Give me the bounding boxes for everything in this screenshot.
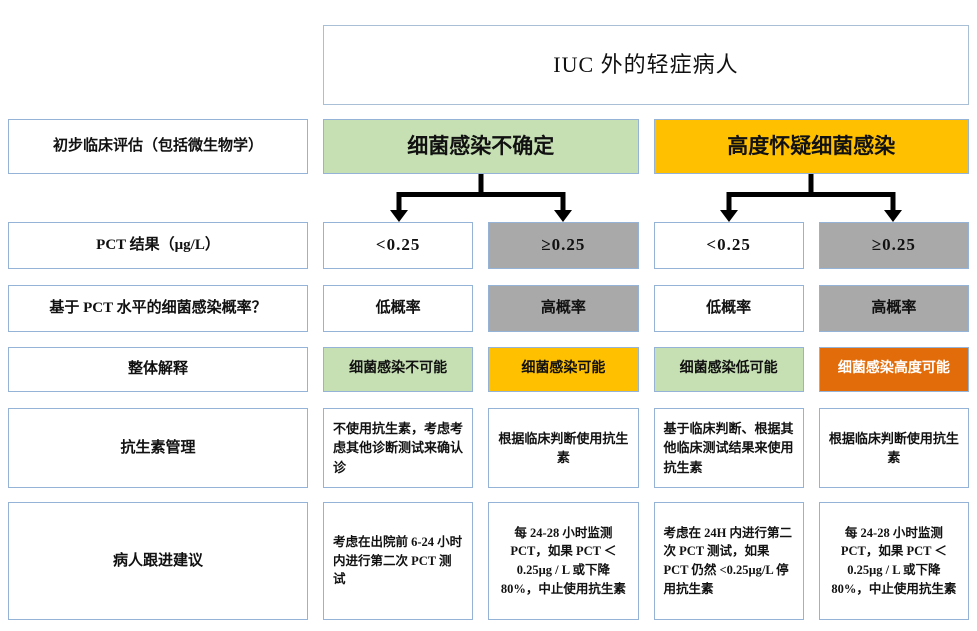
arrowhead-down-icon — [389, 210, 408, 222]
interpretation-col4: 细菌感染高度可能 — [818, 347, 969, 392]
management-col1: 不使用抗生素，考虑考虑其他诊断测试来确认诊 — [323, 408, 474, 488]
interpretation-col3: 细菌感染低可能 — [653, 347, 804, 392]
row-label-interpretation: 整体解释 — [8, 347, 308, 392]
connector-row — [8, 174, 969, 222]
title-row: IUC 外的轻症病人 — [8, 25, 969, 105]
connector-bar — [729, 192, 894, 197]
pct-value-col4: ≥0.25 — [818, 222, 969, 269]
pct-value-col1: <0.25 — [323, 222, 474, 269]
followup-col3: 考虑在 24H 内进行第二次 PCT 测试，如果 PCT 仍然 <0.25μg/… — [653, 502, 804, 620]
connector-stem — [478, 174, 484, 196]
interpretation-col1: 细菌感染不可能 — [323, 347, 474, 392]
row-label-followup: 病人跟进建议 — [8, 502, 308, 620]
probability-col4: 高概率 — [818, 285, 969, 332]
row-label-management: 抗生素管理 — [8, 408, 308, 488]
followup-col2: 每 24-28 小时监测 PCT，如果 PCT ＜ 0.25μg / L 或下降… — [488, 502, 639, 620]
management-col2: 根据临床判断使用抗生素 — [488, 408, 639, 488]
probability-col3: 低概率 — [653, 285, 804, 332]
probability-col2: 高概率 — [488, 285, 639, 332]
connector-drop-right — [890, 192, 896, 211]
connector-drop-left — [396, 192, 402, 211]
branch-uncertain-infection: 细菌感染不确定 — [323, 119, 639, 174]
pct-result-row: PCT 结果（μg/L） <0.25 ≥0.25 <0.25 ≥0.25 — [8, 222, 969, 269]
row-label-probability: 基于 PCT 水平的细菌感染概率？ — [8, 285, 308, 332]
arrowhead-down-icon — [720, 210, 739, 222]
followup-col1: 考虑在出院前 6-24 小时内进行第二次 PCT 测试 — [323, 502, 474, 620]
interpretation-col2: 细菌感染可能 — [488, 347, 639, 392]
management-col3: 基于临床判断、根据其他临床测试结果来使用抗生素 — [653, 408, 804, 488]
row-label-assessment: 初步临床评估（包括微生物学） — [8, 119, 308, 174]
title-row-spacer — [8, 25, 308, 105]
probability-row: 基于 PCT 水平的细菌感染概率？ 低概率 高概率 低概率 高概率 — [8, 285, 969, 332]
branch-connector-left — [323, 174, 639, 222]
connector-drop-right — [560, 192, 566, 211]
probability-col1: 低概率 — [323, 285, 474, 332]
branch-suspected-infection: 高度怀疑细菌感染 — [653, 119, 969, 174]
chart-title-box: IUC 外的轻症病人 — [323, 25, 969, 105]
connector-drop-left — [726, 192, 732, 211]
management-row: 抗生素管理 不使用抗生素，考虑考虑其他诊断测试来确认诊 根据临床判断使用抗生素 … — [8, 408, 969, 488]
connector-bar — [398, 192, 563, 197]
pct-algorithm-flowchart: IUC 外的轻症病人 初步临床评估（包括微生物学） 细菌感染不确定 高度怀疑细菌… — [8, 25, 969, 620]
pct-value-col2: ≥0.25 — [488, 222, 639, 269]
followup-row: 病人跟进建议 考虑在出院前 6-24 小时内进行第二次 PCT 测试 每 24-… — [8, 502, 969, 620]
chart-title: IUC 外的轻症病人 — [553, 52, 739, 78]
connector-row-spacer — [8, 174, 308, 222]
arrowhead-down-icon — [553, 210, 572, 222]
pct-value-col3: <0.25 — [653, 222, 804, 269]
branch-connector-right — [654, 174, 970, 222]
interpretation-row: 整体解释 细菌感染不可能 细菌感染可能 细菌感染低可能 细菌感染高度可能 — [8, 347, 969, 392]
management-col4: 根据临床判断使用抗生素 — [818, 408, 969, 488]
row-label-pct-result: PCT 结果（μg/L） — [8, 222, 308, 269]
followup-col4: 每 24-28 小时监测 PCT，如果 PCT ＜ 0.25μg / L 或下降… — [818, 502, 969, 620]
branch-header-row: 初步临床评估（包括微生物学） 细菌感染不确定 高度怀疑细菌感染 — [8, 119, 969, 174]
arrowhead-down-icon — [884, 210, 903, 222]
connector-stem — [808, 174, 814, 196]
